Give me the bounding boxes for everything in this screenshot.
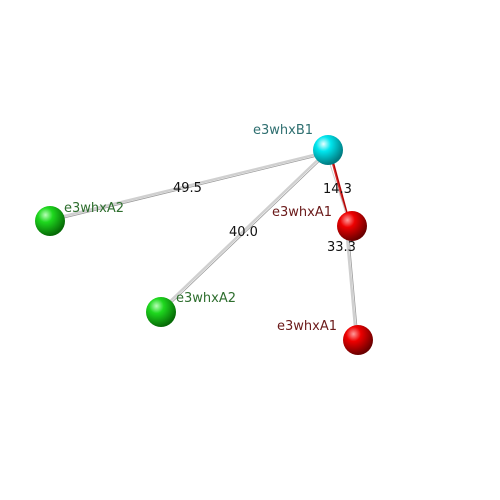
- node-sphere-e3whxB1[interactable]: [313, 135, 343, 165]
- node-sphere-e3whxA1-lower[interactable]: [343, 325, 373, 355]
- edge-label-33-3: 33.3: [327, 240, 356, 255]
- node-label-e3whxA2-left: e3whxA2: [64, 201, 124, 216]
- nodes-group: [35, 135, 373, 355]
- node-sphere-e3whxA1-upper[interactable]: [337, 211, 367, 241]
- edge-a1-a1-lower: [344, 225, 359, 339]
- node-label-e3whxB1: e3whxB1: [253, 123, 313, 138]
- edge-label-40-0: 40.0: [229, 225, 258, 240]
- edge-b1-a2-left: [51, 150, 327, 222]
- node-labels-group: e3whxB1 e3whxA2 e3whxA1 e3whxA2 e3whxA1: [64, 123, 337, 334]
- node-label-e3whxA2-middle: e3whxA2: [176, 291, 236, 306]
- edges-group: [51, 150, 359, 339]
- edge-b1-a2-middle: [161, 151, 328, 312]
- edge-labels-group: 49.5 40.0 14.3 33.3: [173, 181, 356, 255]
- node-label-e3whxA1-lower: e3whxA1: [277, 319, 337, 334]
- edge-label-49-5: 49.5: [173, 181, 202, 196]
- node-sphere-e3whxA2-left[interactable]: [35, 206, 65, 236]
- node-sphere-e3whxA2-middle[interactable]: [146, 297, 176, 327]
- edge-label-14-3: 14.3: [323, 182, 352, 197]
- node-label-e3whxA1-upper: e3whxA1: [272, 205, 332, 220]
